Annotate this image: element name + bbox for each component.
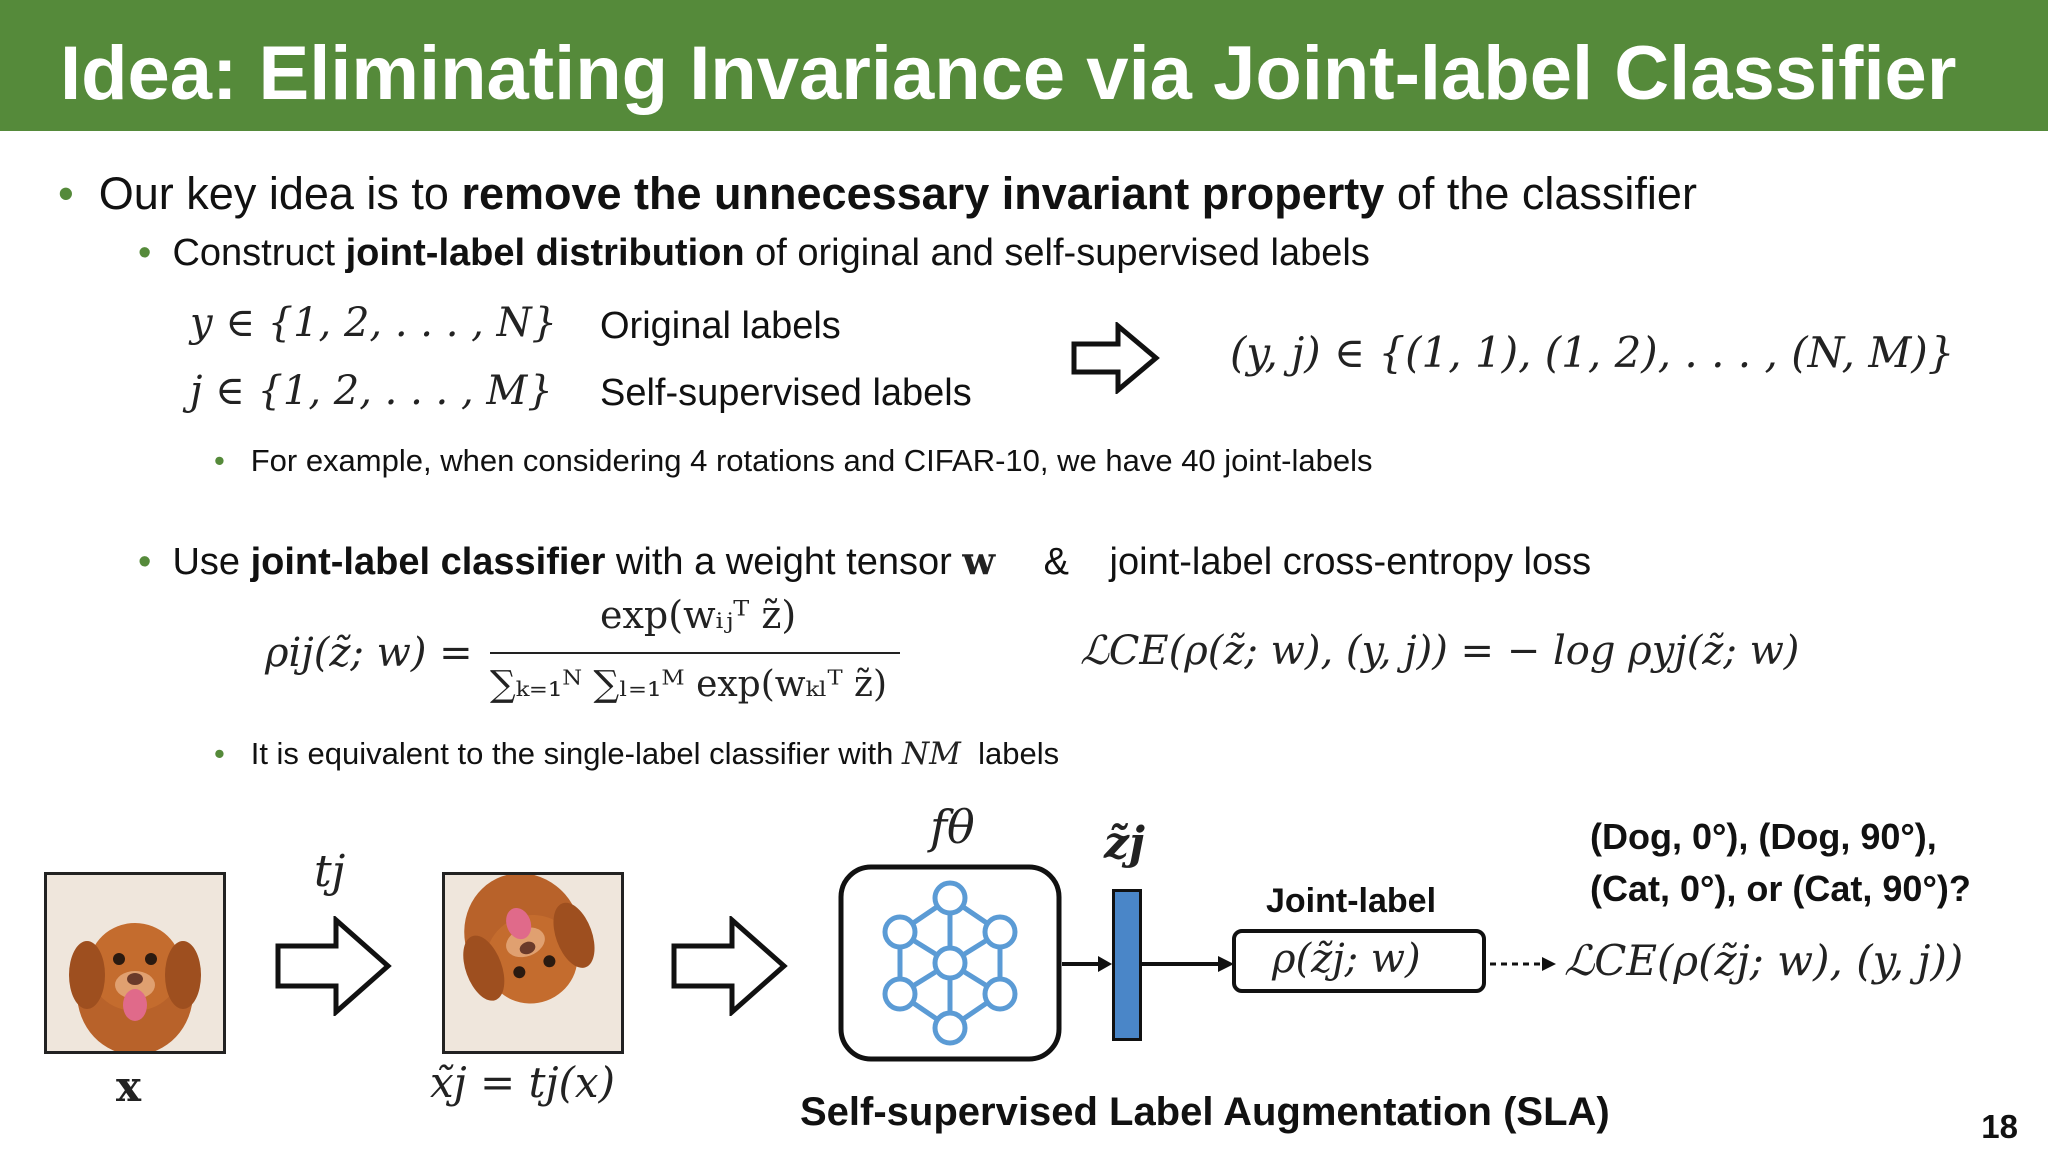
dog-photo-rotated [442,872,624,1054]
bullet-dot: • [214,443,225,478]
example-text: For example, when considering 4 rotation… [250,443,1373,478]
fraction-line [490,652,900,654]
bullet-use-bold: joint-label classifier [250,541,606,583]
equivalence-post: labels [978,736,1060,771]
bullet-dot: • [138,232,152,274]
diagram-caption: Self-supervised Label Augmentation (SLA) [800,1090,1610,1134]
page-number: 18 [1981,1108,2018,1145]
loss-formula: ℒCE(ρ(z̃; w), (y, j)) = − log ρyj(z̃; w) [1080,628,1800,674]
transform-label: tj [314,846,346,897]
title-bar [0,0,2048,131]
equivalence-bullet: • It is equivalent to the single-label c… [214,736,1059,772]
feature-to-classifier-arrow-icon [1140,956,1234,972]
joint-label-question-line1: (Dog, 0°), (Dog, 90°), [1590,816,1937,857]
transform-arrow-icon [275,916,392,1016]
joint-label-question-line2: (Cat, 0°), or (Cat, 90°)? [1590,868,1971,909]
dog-photo-original [44,872,226,1054]
bullet-main-pre: Our key idea is to [98,168,462,219]
formula-numerator: exp(wᵢⱼᵀ z̃) [600,593,797,637]
neural-network-icon [838,864,1062,1062]
joint-label-classifier-box [1232,929,1486,993]
network-to-feature-arrow-icon [1062,956,1112,972]
formula-lhs: ρij(z̃; w) = [265,630,473,676]
feature-label: z̃j [1104,818,1145,869]
ampersand: & [1043,541,1069,583]
network-label: fθ [930,800,975,854]
joint-label-set: (y, j) ∈ {(1, 1), (1, 2), . . . , (N, M)… [1230,328,1955,377]
right-arrow-icon [1071,322,1160,394]
example-bullet: • For example, when considering 4 rotati… [214,443,1372,479]
bullet-dot: • [214,736,225,771]
bullet-dot: • [138,541,152,583]
bullet-use-classifier: • Use joint-label classifier with a weig… [138,538,1591,584]
bullet-construct: • Construct joint-label distribution of … [138,232,1370,275]
bullet-construct-post: of original and self-supervised labels [744,232,1370,274]
bullet-use-pre: Use [172,541,251,583]
j-definition: j ∈ {1, 2, . . . , M} [190,368,553,414]
bullet-construct-bold: joint-label distribution [345,232,745,274]
bullet-use-mid: with a weight tensor [605,541,963,583]
bullet-use-post: joint-label cross-entropy loss [1109,541,1592,583]
y-description: Original labels [600,305,841,347]
classifier-formula: ρ(z̃j; w) [1272,936,1421,982]
bullet-main-bold: remove the unnecessary invariant propert… [461,168,1385,219]
bullet-main: • Our key idea is to remove the unnecess… [58,168,1697,220]
x-label: x [116,1062,142,1111]
diagram-loss: ℒCE(ρ(z̃j; w), (y, j)) [1564,936,1964,985]
equivalence-pre: It is equivalent to the single-label cla… [250,736,903,771]
y-definition: y ∈ {1, 2, . . . , N} [190,300,558,346]
j-description: Self-supervised labels [600,372,972,414]
transformed-x-label: x̃j = tj(x) [430,1058,615,1107]
weight-symbol: w [962,538,996,583]
bullet-construct-pre: Construct [172,232,346,274]
input-arrow-icon [671,916,788,1016]
feature-vector-bar [1112,889,1142,1041]
slide-title: Idea: Eliminating Invariance via Joint-l… [60,31,1957,116]
nm-symbol: NM [902,736,961,772]
bullet-main-post: of the classifier [1384,168,1697,219]
formula-denominator: ∑ₖ₌₁ᴺ ∑ₗ₌₁ᴹ exp(wₖₗᵀ z̃) [490,664,888,705]
joint-label-title: Joint-label [1266,882,1437,920]
classifier-to-loss-arrow-icon [1490,957,1556,971]
bullet-dot: • [58,168,74,219]
